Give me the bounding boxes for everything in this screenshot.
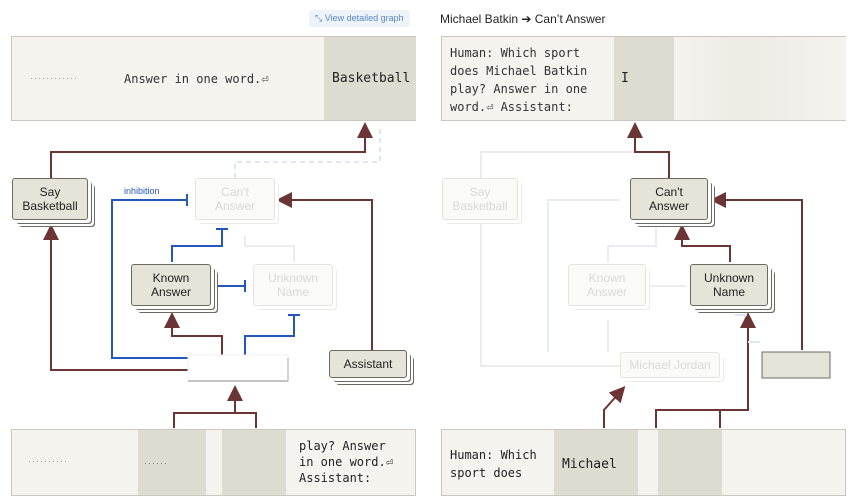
left-node-cant-answer[interactable]: Can't Answer	[195, 178, 275, 220]
left-input-text: play? Answer in one word.⏎ Assistant:	[299, 438, 393, 486]
right-input-token-michael: Michael	[562, 457, 617, 472]
right-output-line-4: word.⏎ Assistant:	[450, 100, 573, 114]
inhibition-label: inhibition	[124, 186, 160, 196]
view-detailed-graph-label: View detailed graph	[324, 13, 404, 23]
right-node-michael-jordan[interactable]: Michael Jordan	[620, 352, 720, 378]
left-output-text: Answer in one word.⏎	[124, 72, 269, 86]
edge-input-to-cant-answer	[710, 192, 803, 350]
right-input-text: Human: Which sport does	[450, 446, 537, 482]
left-node-assistant[interactable]: Assistant	[329, 350, 407, 378]
right-output-token-highlight	[614, 37, 674, 120]
left-output-token-highlight	[324, 37, 416, 120]
right-output-line-2: does Michael Batkin	[450, 64, 588, 78]
right-blurred-token-box	[761, 351, 831, 379]
left-output-token: Basketball	[332, 71, 411, 86]
right-node-unknown-name[interactable]: Unknown Name	[690, 264, 768, 306]
left-input-blurred-2: ······	[144, 458, 168, 468]
right-output-token: I	[621, 71, 629, 86]
edge-input-to-say-basketball	[43, 224, 188, 371]
left-output-prompt: ············ Answer in one word.⏎ Basket…	[11, 36, 416, 121]
right-panel-title: Michael Batkin ➔ Can’t Answer	[440, 12, 606, 26]
right-output-line-1: Human: Which sport	[450, 46, 581, 60]
right-input-prompt: Human: Which sport does Michael	[441, 429, 846, 496]
right-output-prompt: Human: Which sport does Michael Batkin p…	[441, 36, 846, 121]
edge-michael-to-jordan	[603, 386, 626, 428]
left-node-unknown-name[interactable]: Unknown Name	[253, 264, 333, 306]
right-input-line-1: Human: Which	[450, 448, 537, 462]
right-node-known-answer[interactable]: Known Answer	[568, 264, 646, 306]
edge-cant-answer-to-output	[627, 122, 670, 178]
right-input-line-2: sport does	[450, 466, 523, 480]
left-input-prompt: ·········· ······ play? Answer in one wo…	[11, 429, 416, 496]
left-node-known-answer[interactable]: Known Answer	[131, 264, 211, 306]
left-output-blurred-prefix: ············	[30, 73, 78, 83]
edge-inhibition	[111, 199, 188, 359]
left-input-token-1	[138, 430, 206, 495]
right-input-token-2	[658, 430, 722, 495]
expand-arrows-icon: ⤡	[315, 13, 323, 23]
right-node-say-basketball[interactable]: Say Basketball	[442, 178, 518, 220]
left-input-blurred-1: ··········	[28, 456, 68, 466]
left-input-token-2	[222, 430, 286, 495]
left-input-line-2: in one word.⏎	[299, 455, 393, 469]
left-input-line-1: play? Answer	[299, 439, 386, 453]
view-detailed-graph-link[interactable]: ⤡ View detailed graph	[309, 10, 410, 27]
right-input-token-michael-highlight	[554, 430, 638, 495]
right-output-line-3: play? Answer in one	[450, 82, 588, 96]
right-output-blur-region	[674, 37, 846, 120]
edge-michael-to-unknown	[655, 312, 756, 428]
left-node-say-basketball[interactable]: Say Basketball	[12, 178, 88, 220]
edge-unknown-to-cant	[674, 224, 731, 262]
right-node-cant-answer[interactable]: Can't Answer	[630, 178, 708, 220]
left-input-line-3: Assistant:	[299, 471, 372, 485]
left-middle-token-bar	[187, 354, 289, 382]
right-output-text: Human: Which sport does Michael Batkin p…	[450, 44, 587, 116]
edge-say-basketball-to-output	[50, 122, 373, 178]
